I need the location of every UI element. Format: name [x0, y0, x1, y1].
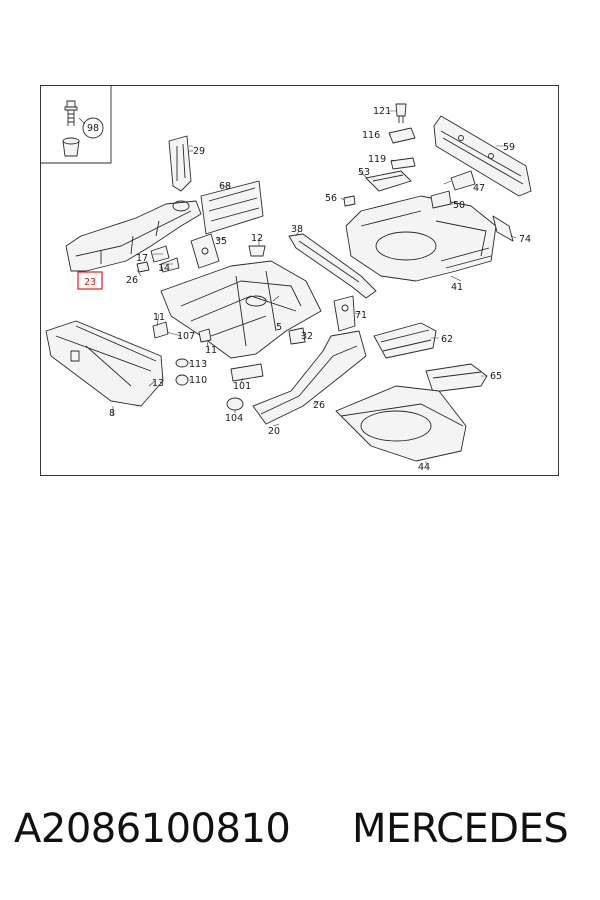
label-38: 38: [291, 224, 303, 235]
part-68: [200, 180, 264, 235]
part-56: [343, 195, 356, 207]
label-32: 32: [301, 331, 313, 342]
part-104: [226, 397, 244, 411]
part-20: [252, 330, 367, 425]
label-23-highlighted: 23: [84, 277, 96, 288]
label-113: 113: [189, 359, 207, 370]
product-footer: A2086100810 MERCEDES: [0, 800, 600, 860]
exploded-view-drawing: 98 23: [41, 86, 532, 473]
part-12: [248, 245, 266, 257]
part-107-11: [152, 321, 212, 343]
part-121-bolt: [395, 103, 407, 123]
label-11-b: 11: [205, 345, 217, 356]
label-101: 101: [233, 381, 251, 392]
label-41: 41: [451, 282, 463, 293]
label-110: 110: [189, 375, 207, 386]
part-113-110: [175, 358, 189, 386]
inset-box: 98: [41, 86, 112, 164]
parts-diagram: 98 23: [40, 85, 559, 476]
part-23: [65, 200, 202, 272]
part-53-plate: [365, 170, 412, 192]
label-35: 35: [215, 236, 227, 247]
label-62: 62: [441, 334, 453, 345]
label-107: 107: [177, 331, 195, 342]
part-8-crossmember: [45, 320, 164, 407]
label-65: 65: [490, 371, 502, 382]
brand-name: MERCEDES: [352, 806, 569, 852]
part-47: [450, 170, 476, 191]
label-74: 74: [519, 234, 531, 245]
label-47: 47: [473, 183, 485, 194]
part-71: [333, 295, 356, 332]
label-44: 44: [418, 462, 430, 473]
label-8: 8: [109, 408, 115, 419]
part-29: [168, 135, 193, 192]
part-32: [288, 327, 306, 345]
label-5: 5: [276, 322, 282, 333]
part-62: [373, 322, 437, 359]
label-14: 14: [158, 263, 170, 274]
label-13: 13: [152, 378, 164, 389]
part-65: [425, 363, 488, 393]
label-26-a: 26: [126, 275, 138, 286]
label-121: 121: [373, 106, 391, 117]
part-59-rear-panel: [433, 115, 532, 197]
inset-callout-label: 98: [87, 123, 99, 134]
label-29: 29: [193, 146, 205, 157]
label-116: 116: [362, 130, 380, 141]
part-119: [390, 157, 416, 170]
part-74: [492, 215, 514, 242]
part-101: [230, 363, 264, 382]
label-12: 12: [251, 233, 263, 244]
label-104: 104: [225, 413, 243, 424]
label-71: 71: [355, 310, 367, 321]
part-number: A2086100810: [14, 806, 291, 852]
part-44-wheel-well: [335, 385, 467, 462]
highlight-box-23: [77, 271, 103, 290]
label-26-b: 26: [313, 400, 325, 411]
label-68: 68: [219, 181, 231, 192]
label-20: 20: [268, 426, 280, 437]
part-116: [388, 127, 416, 144]
label-50: 50: [453, 200, 465, 211]
label-17: 17: [136, 253, 148, 264]
part-38: [288, 233, 377, 299]
label-11-a: 11: [153, 312, 165, 323]
label-53: 53: [358, 167, 370, 178]
part-35: [190, 233, 220, 269]
part-41-trunk-floor: [345, 195, 497, 282]
label-56: 56: [325, 193, 337, 204]
label-119: 119: [368, 154, 386, 165]
inset-callout-circle: [82, 117, 104, 139]
label-59: 59: [503, 142, 515, 153]
